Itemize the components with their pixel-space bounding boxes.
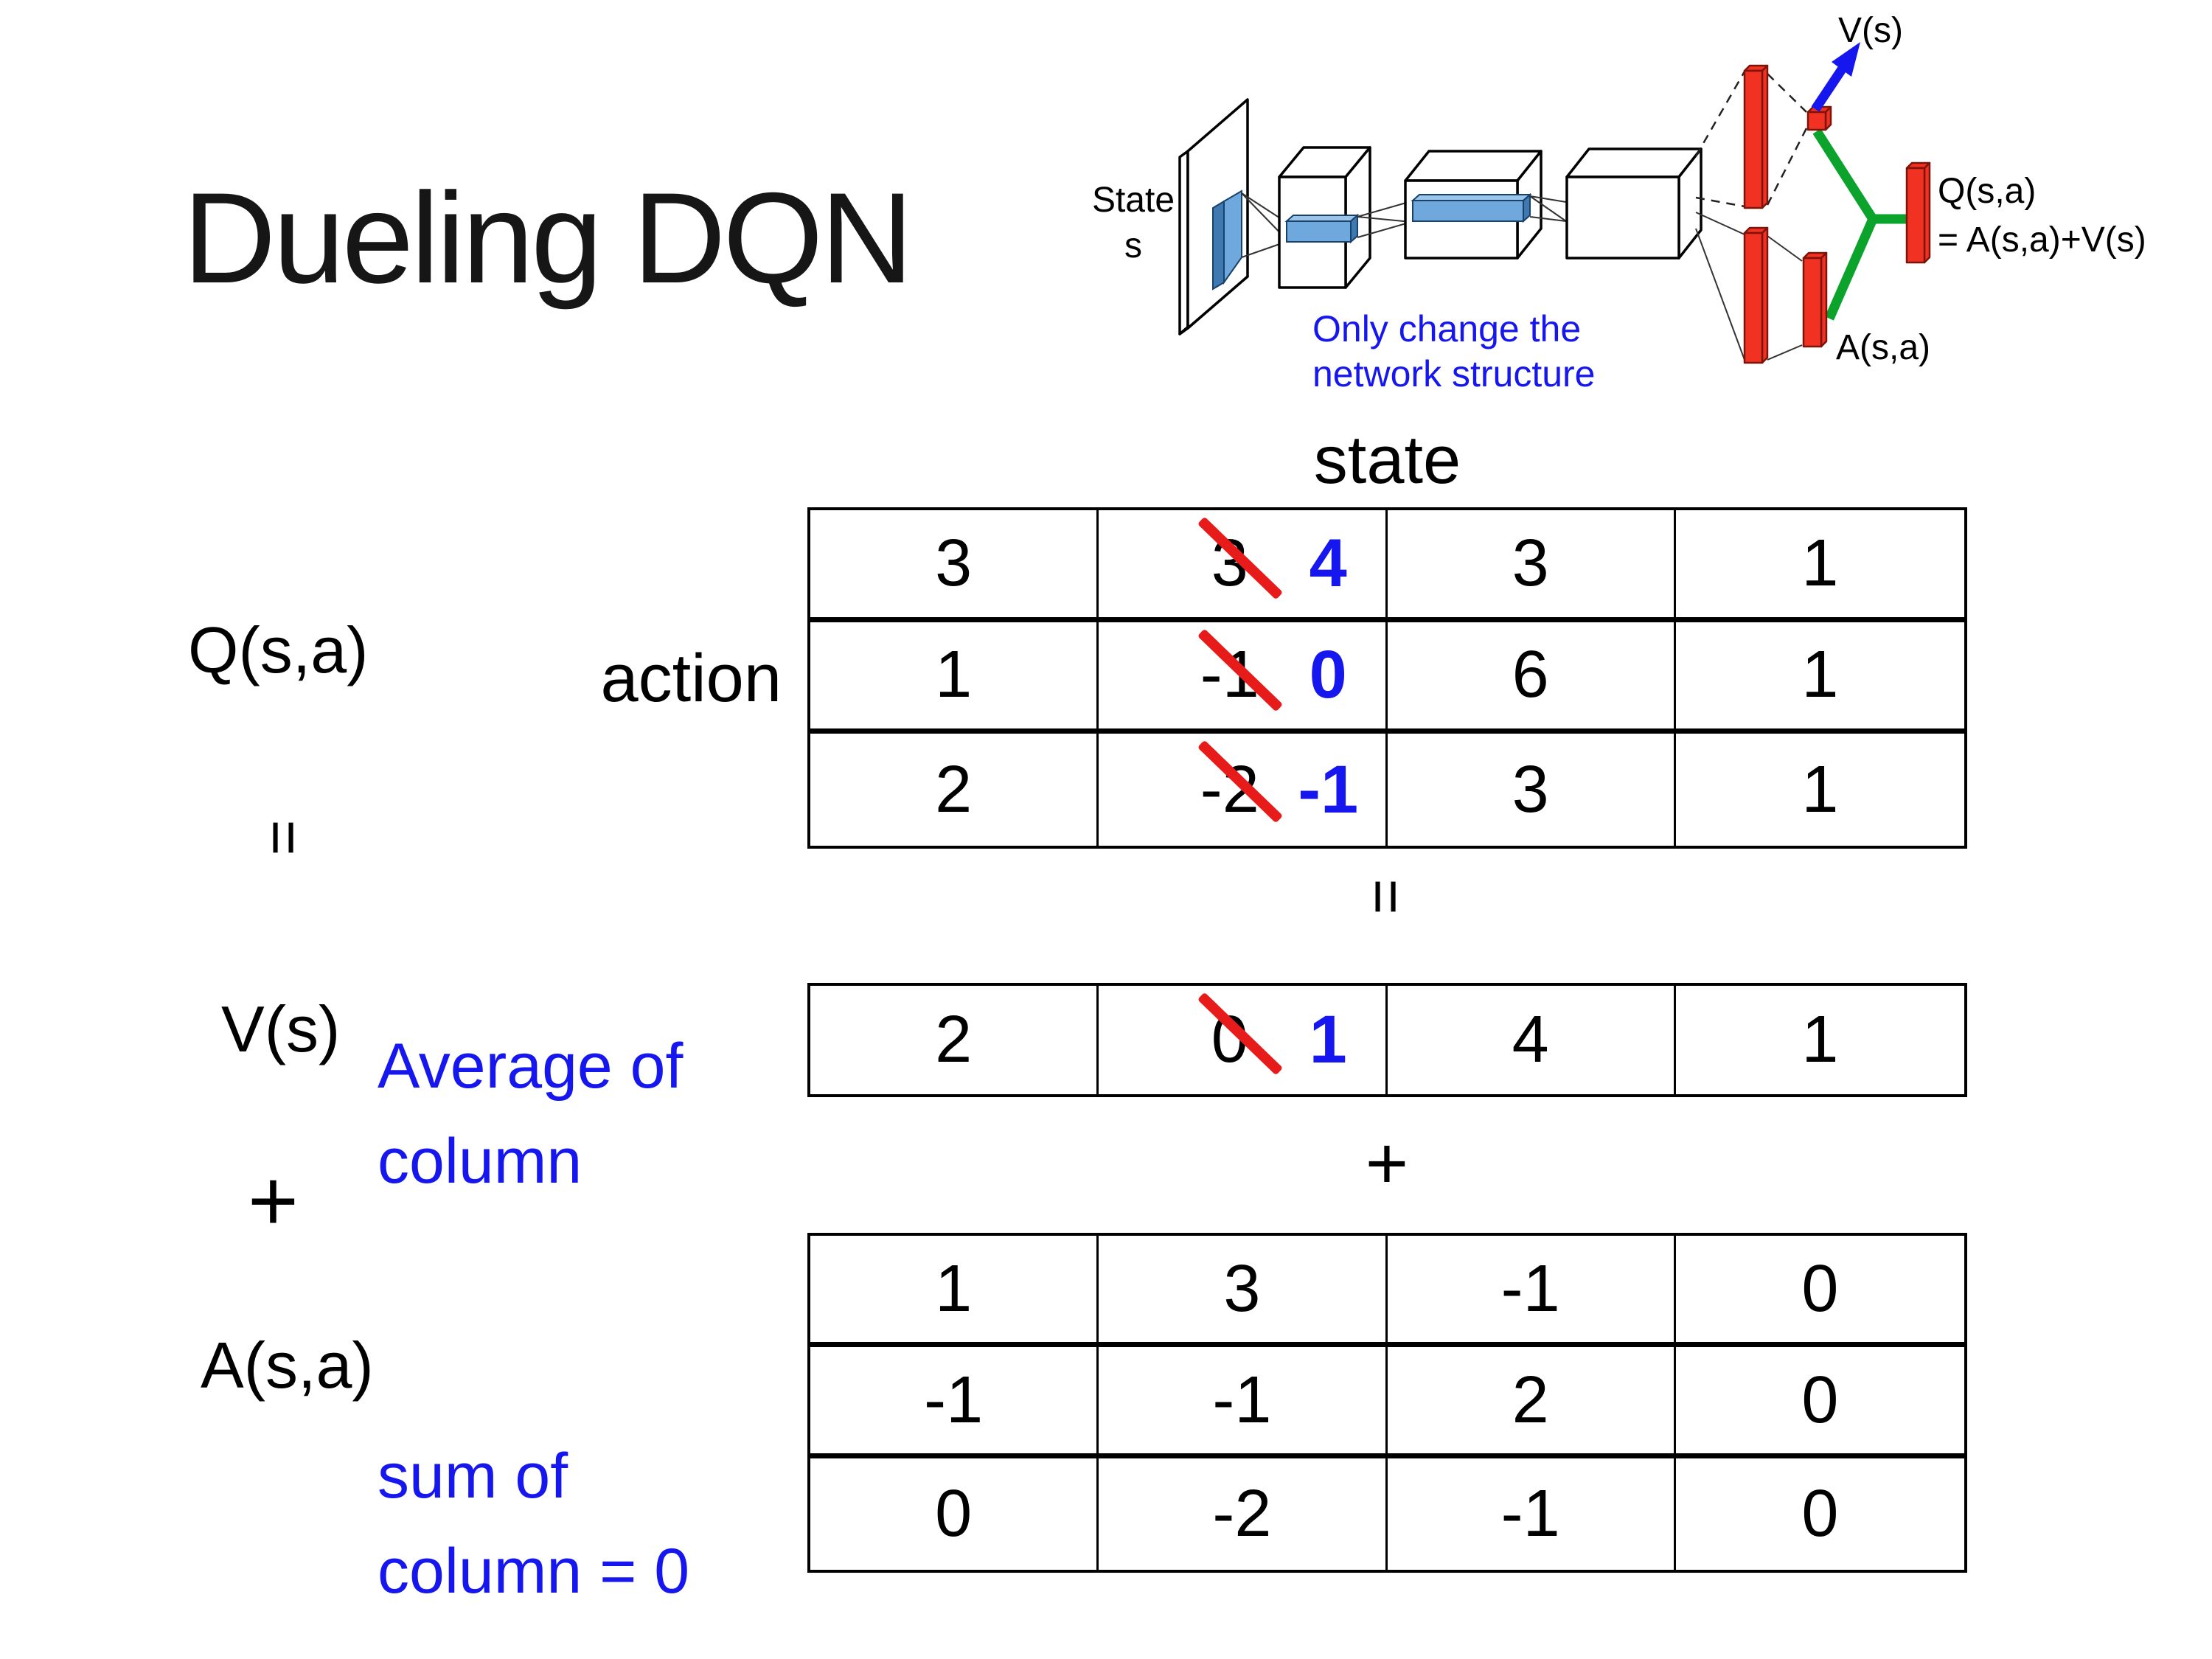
- q-matrix-cell-r1c1: -1 0: [1099, 622, 1388, 734]
- plus-mid-sign: +: [1365, 1122, 1409, 1205]
- q-matrix-cell-r0c3: 1: [1675, 510, 1964, 622]
- a-matrix-cell-r2c1: -2: [1099, 1458, 1388, 1570]
- equals-glyph: =: [1352, 877, 1422, 915]
- q-matrix-cell-r1c2: 6: [1387, 622, 1676, 734]
- conv-cone-3: [1529, 195, 1567, 222]
- note-sum-of-column: sum of column = 0: [378, 1429, 689, 1619]
- corrected-value: 4: [1309, 525, 1347, 601]
- q-matrix-cell-r1c3: 1: [1675, 622, 1964, 734]
- diagram-q-label: Q(s,a): [1938, 172, 2036, 211]
- a-matrix-cell-r2c2: -1: [1388, 1458, 1676, 1570]
- q-matrix-cell-r0c0: 3: [810, 510, 1099, 622]
- corrected-value: 0: [1309, 637, 1347, 713]
- note-sum-line2: column = 0: [378, 1536, 690, 1607]
- a-matrix-cell-r1c0: -1: [810, 1347, 1099, 1458]
- page-title: Dueling DQN: [183, 167, 914, 310]
- merge-link: [1812, 128, 1908, 321]
- q-matrix-cell-r2c1: -2 -1: [1099, 734, 1388, 846]
- feature-bar-2: [1411, 192, 1532, 223]
- a-matrix-cell-r1c2: 2: [1387, 1347, 1676, 1458]
- q-output-bar: [1905, 161, 1931, 264]
- diagram-note-line1: Only change the: [1312, 308, 1581, 349]
- feature-bar-1: [1284, 213, 1360, 244]
- q-matrix-cell-r2c2: 3: [1388, 734, 1676, 846]
- q-matrix-cell-r0c2: 3: [1387, 510, 1676, 622]
- diagram-q-formula: = A(s,a)+V(s): [1938, 220, 2146, 260]
- plus-left-sign: +: [248, 1152, 299, 1250]
- note-average-of-column: Average of column: [378, 1019, 683, 1209]
- note-sum-line1: sum of: [378, 1441, 568, 1512]
- a-matrix-cell-r2c0: 0: [810, 1458, 1099, 1570]
- value-arrow: [1811, 42, 1860, 112]
- v-matrix-cell-r0c2: 4: [1388, 986, 1676, 1094]
- v-matrix-cell-r0c3: 1: [1801, 1003, 1839, 1077]
- a-matrix-cell-r2c3: 0: [1801, 1477, 1839, 1551]
- equals-left-sign: =: [249, 802, 319, 872]
- conv-cone-2: [1357, 201, 1412, 238]
- equals-glyph: =: [249, 818, 319, 856]
- dueling-network-diagram: V(s) State s Q(s,a) = A(s,a)+V(s) A(s,a)…: [1092, 11, 2146, 394]
- diagram-state-sub: s: [1124, 226, 1142, 265]
- label-a: A(s,a): [201, 1329, 374, 1402]
- action-header: action: [600, 641, 782, 716]
- diagram-note-line2: network structure: [1312, 353, 1595, 394]
- diagram-a-label: A(s,a): [1836, 328, 1930, 367]
- crossed-out-value: -2: [1200, 752, 1259, 827]
- a-matrix-cell-r1c3: 0: [1675, 1347, 1964, 1458]
- conv-filter-patch: [1212, 189, 1242, 291]
- advantage-bar: [1802, 251, 1828, 348]
- label-v: V(s): [221, 992, 341, 1065]
- diagram-state-label: State: [1092, 181, 1175, 220]
- crossed-out-value: 0: [1211, 1003, 1248, 1077]
- a-matrix-cell-r0c3: 0: [1675, 1236, 1964, 1347]
- corrected-value: 1: [1309, 1002, 1347, 1077]
- crossed-out-value: -1: [1200, 638, 1259, 712]
- note-average-line2: column: [378, 1126, 582, 1197]
- fc-bar-top: [1743, 64, 1769, 209]
- a-matrix-cell-r0c0: 1: [810, 1236, 1099, 1347]
- fc-fan-lines: [1694, 71, 1808, 361]
- note-average-line1: Average of: [378, 1031, 684, 1102]
- crossed-out-value: 3: [1211, 526, 1248, 600]
- a-matrix-cell-r1c1: -1: [1099, 1347, 1388, 1458]
- a-matrix-cell-r0c1: 3: [1099, 1236, 1388, 1347]
- q-matrix-cell-r1c0: 1: [810, 622, 1099, 734]
- value-node: [1806, 105, 1832, 131]
- q-matrix-cell-r2c3: 1: [1801, 752, 1839, 827]
- state-header: state: [1313, 422, 1461, 498]
- fc-bar-bottom: [1743, 226, 1769, 364]
- diagram-v-label: V(s): [1838, 11, 1903, 50]
- equals-mid-sign: =: [1350, 861, 1424, 931]
- q-matrix-cell-r2c0: 2: [810, 734, 1099, 846]
- a-matrix-cell-r0c2: -1: [1387, 1236, 1676, 1347]
- label-q: Q(s,a): [188, 613, 369, 686]
- v-matrix-cell-r0c0: 2: [810, 986, 1099, 1094]
- corrected-value: -1: [1298, 751, 1359, 827]
- conv-box-3: [1565, 147, 1703, 260]
